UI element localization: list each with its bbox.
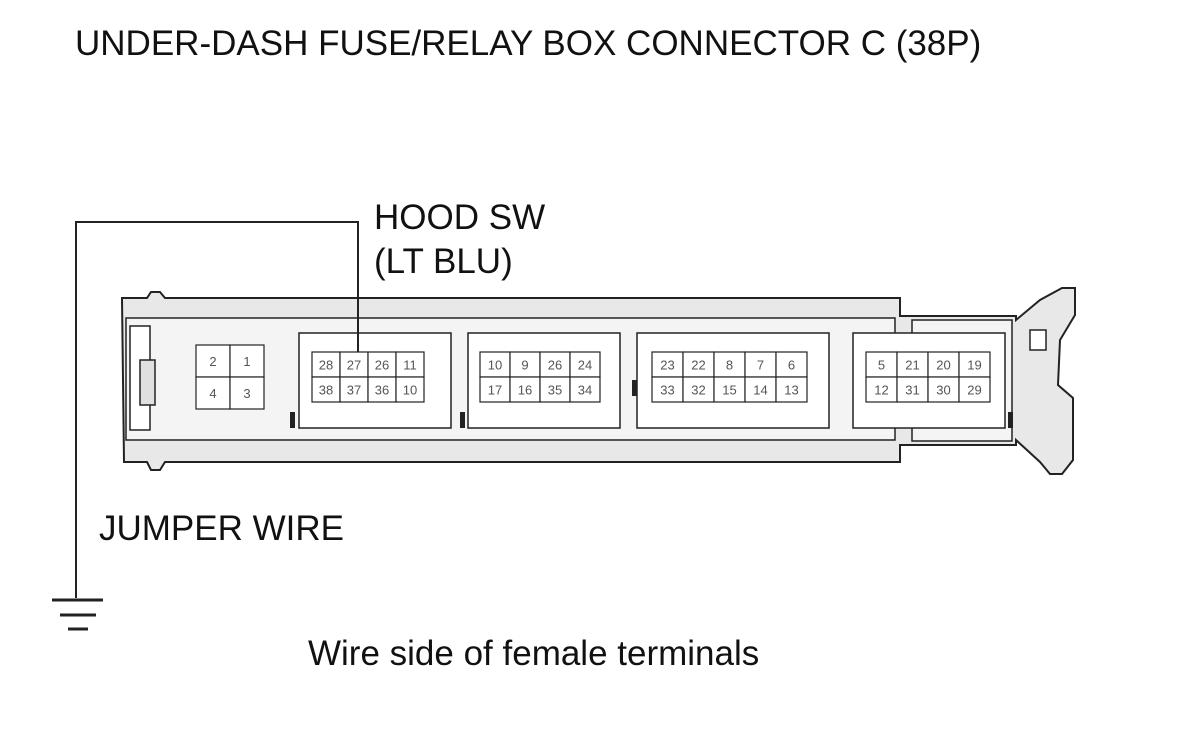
pin-cell	[395, 376, 425, 403]
pin-cell	[682, 376, 715, 403]
pin-group-b: 28 27 26 11 38 37 36 10	[311, 351, 425, 403]
pin-number-17: 17	[488, 383, 502, 398]
pin-cell	[569, 351, 601, 378]
pin-cell	[744, 376, 777, 403]
pin-number-8: 8	[726, 358, 733, 373]
pin-number-36: 36	[375, 383, 389, 398]
pin-number-32: 32	[691, 383, 705, 398]
pin-cell	[569, 376, 601, 403]
pin-number-10: 10	[403, 383, 417, 398]
pin-number-4: 4	[209, 386, 216, 401]
pin-group-e: 5 21 20 19 12 31 30 29	[865, 351, 991, 403]
view-caption: Wire side of female terminals	[308, 634, 760, 673]
pin-number-3: 3	[243, 386, 250, 401]
locking-tabs	[290, 380, 1013, 428]
pin-cell	[479, 351, 511, 378]
pin-number-34: 34	[578, 383, 592, 398]
pin-number-33: 33	[660, 383, 674, 398]
pin-number-16: 16	[518, 383, 532, 398]
pin-cell	[927, 351, 960, 378]
pin-cell	[958, 376, 991, 403]
pin-cell	[865, 376, 898, 403]
pin-number-6: 6	[788, 358, 795, 373]
pin-group-a: 2 1 4 3	[195, 344, 265, 410]
pin-number-15: 15	[722, 383, 736, 398]
pin-number-13: 13	[784, 383, 798, 398]
pin-number-12: 12	[874, 383, 888, 398]
pin-number-35: 35	[548, 383, 562, 398]
pin-number-29: 29	[967, 383, 981, 398]
pin-cell	[195, 376, 231, 410]
pin-number-37: 37	[347, 383, 361, 398]
diagram-title: UNDER-DASH FUSE/RELAY BOX CONNECTOR C (3…	[75, 24, 982, 63]
pin-number-22: 22	[691, 358, 705, 373]
hood-switch-label: HOOD SW	[374, 198, 546, 237]
pin-number-28: 28	[319, 358, 333, 373]
pin-group-c: 10 9 26 24 17 16 35 34	[479, 351, 601, 403]
pin-group-d: 23 22 8 7 6 33 32 15 14 13	[651, 351, 808, 403]
pin-cell	[539, 351, 571, 378]
pin-cell	[775, 376, 808, 403]
pin-number-2: 2	[209, 354, 216, 369]
pin-cell	[682, 351, 715, 378]
pin-number-14: 14	[753, 383, 767, 398]
pin-cell	[539, 376, 571, 403]
pin-cell	[311, 376, 341, 403]
pin-cell	[713, 376, 746, 403]
pin-cell	[339, 351, 369, 378]
jumper-wire-label: JUMPER WIRE	[99, 509, 344, 548]
pin-number-26: 26	[548, 358, 562, 373]
ground-symbol	[52, 598, 103, 631]
pin-number-7: 7	[757, 358, 764, 373]
pin-number-30: 30	[936, 383, 950, 398]
pin-number-38: 38	[319, 383, 333, 398]
pin-number-23: 23	[660, 358, 674, 373]
pin-number-1: 1	[243, 354, 250, 369]
pin-cell	[744, 351, 777, 378]
pin-cell	[775, 351, 808, 378]
hood-switch-wire-color: (LT BLU)	[374, 242, 513, 281]
pin-number-24: 24	[578, 358, 592, 373]
pin-number-11: 11	[403, 358, 417, 373]
pin-number-21: 21	[905, 358, 919, 373]
pin-number-5: 5	[878, 358, 885, 373]
pin-number-26: 26	[375, 358, 389, 373]
pin-number-20: 20	[936, 358, 950, 373]
pin-number-31: 31	[905, 383, 919, 398]
pin-number-9: 9	[521, 358, 528, 373]
jumper-wire	[75, 221, 359, 598]
pin-number-10: 10	[488, 358, 502, 373]
pin-cell	[229, 376, 265, 410]
pin-number-27: 27	[347, 358, 361, 373]
pin-number-19: 19	[967, 358, 981, 373]
pin-cell	[367, 376, 397, 403]
pin-cell	[927, 376, 960, 403]
